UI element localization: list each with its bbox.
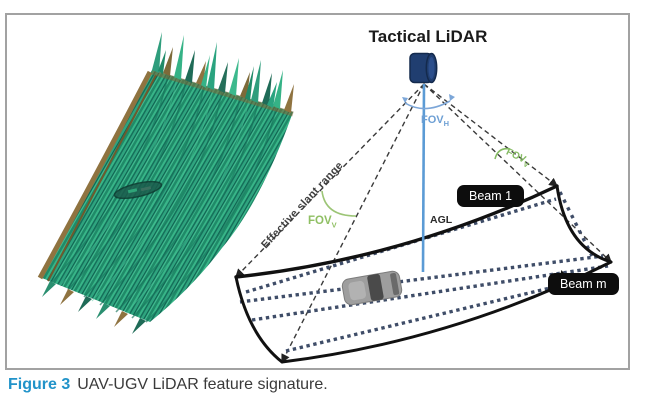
ray-left-inner: [281, 83, 425, 364]
fov-h-text: FOV: [421, 114, 444, 126]
point-cloud-spikes-bottom: [42, 281, 146, 334]
fov-v-arc-right: [494, 147, 511, 160]
figure-caption-label: Figure 3: [8, 376, 71, 393]
point-cloud-top-ridge: [151, 69, 294, 117]
figure-caption: Figure 3 UAV-UGV LiDAR feature signature.: [8, 377, 328, 393]
diagram-title: Tactical LiDAR: [368, 27, 488, 46]
beam-1-callout: Beam 1: [457, 185, 525, 207]
fov-v-arc-left: [321, 190, 357, 217]
ray-right-lower: [423, 83, 612, 263]
fov-v-left-label: FOVV: [308, 215, 337, 230]
beam-m-callout: Beam m: [548, 273, 619, 295]
lidar-cylinder: [409, 52, 438, 84]
lidar-scan-diagram: [234, 52, 613, 364]
point-cloud: [37, 32, 294, 334]
point-cloud-object-ellipse: [113, 180, 163, 200]
point-cloud-brown-edge: [37, 70, 157, 282]
point-cloud-highlights: [59, 77, 250, 316]
ray-right-upper: [423, 83, 559, 187]
fov-v-left-text: FOV: [308, 215, 332, 227]
point-cloud-spikes-top: [152, 32, 294, 113]
fov-v-left-sub: V: [331, 220, 337, 230]
footprint-left-edge: [234, 275, 284, 364]
point-cloud-body: [42, 70, 293, 322]
point-cloud-scanlines: [51, 74, 277, 323]
figure-caption-text: UAV-UGV LiDAR feature signature.: [77, 376, 328, 393]
agl-line: [421, 83, 426, 273]
agl-label: AGL: [430, 214, 453, 226]
fov-h-arc: [402, 94, 455, 110]
footprint-right-edge: [555, 184, 613, 264]
fov-h-sub: H: [443, 119, 450, 129]
ugv-car: [341, 270, 403, 306]
ray-left-outer: [235, 83, 425, 278]
fov-h-label: FOVH: [421, 115, 449, 128]
